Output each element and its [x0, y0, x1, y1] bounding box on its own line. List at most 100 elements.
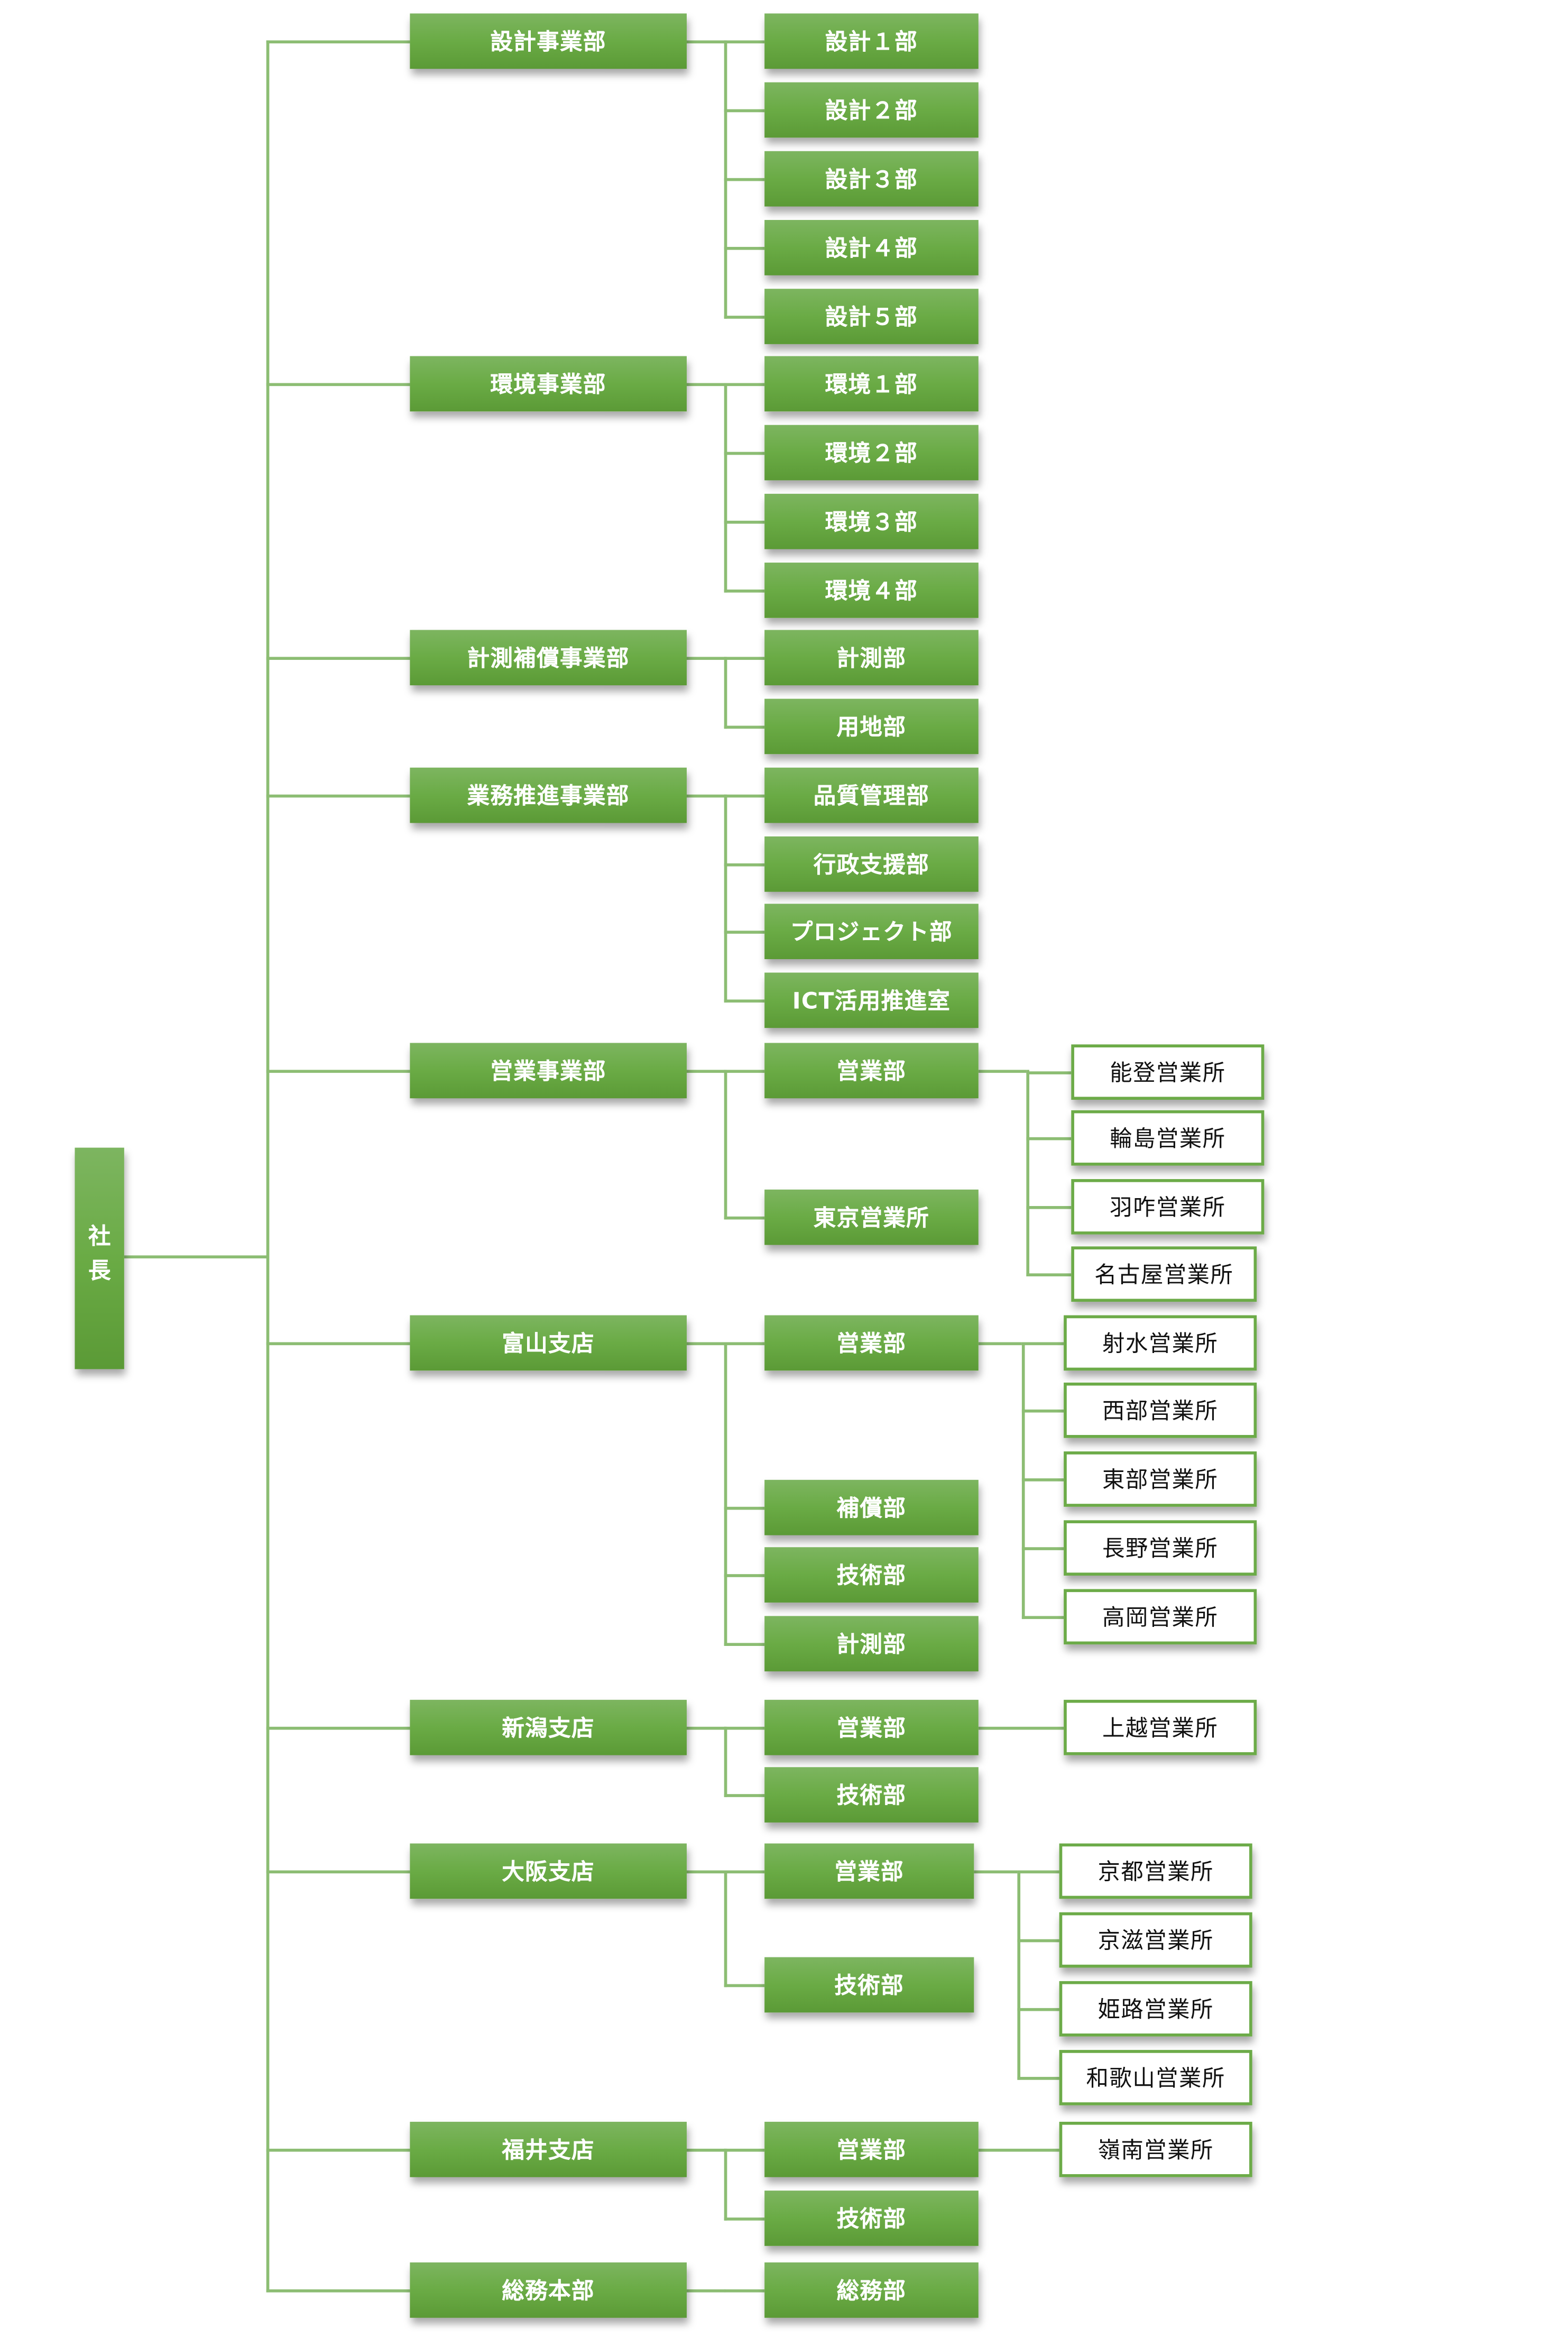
connector-line [724, 2218, 765, 2221]
department-box: 営業部 [764, 2121, 979, 2177]
office-box: 羽咋営業所 [1071, 1178, 1265, 1234]
connector-line [266, 40, 270, 2293]
connector-line [1026, 1273, 1072, 1276]
connector-line [724, 1726, 727, 1797]
connector-line [978, 1070, 1027, 1073]
division-box: 富山支店 [410, 1314, 687, 1370]
department-box: プロジェクト部 [764, 903, 979, 959]
department-box: 総務部 [764, 2261, 979, 2317]
connector-line [724, 1726, 765, 1730]
connector-line [974, 1870, 1018, 1874]
division-box: 福井支店 [410, 2121, 687, 2177]
department-box: 環境２部 [764, 424, 979, 480]
connector-line [724, 657, 727, 729]
connector-line [724, 2148, 765, 2152]
office-box: 高岡営業所 [1064, 1588, 1257, 1644]
connector-line [266, 383, 410, 387]
connector-line [686, 657, 726, 660]
connector-line [686, 1342, 726, 1346]
connector-line [1021, 1547, 1064, 1550]
connector-line [266, 2289, 410, 2293]
connector-line [686, 40, 726, 44]
president-box: 社長 [75, 1147, 124, 1369]
connector-line [724, 1070, 727, 1220]
office-box: 射水営業所 [1064, 1314, 1257, 1370]
department-box: 計測部 [764, 1615, 979, 1671]
connector-line [724, 246, 765, 250]
connector-line [724, 1216, 765, 1220]
department-box: 営業部 [764, 1843, 974, 1898]
department-box: 環境４部 [764, 562, 979, 618]
department-box: 用地部 [764, 698, 979, 753]
office-box: 東部営業所 [1064, 1450, 1257, 1506]
office-box: 輪島営業所 [1071, 1109, 1265, 1165]
connector-line [1021, 1342, 1064, 1346]
connector-line [686, 2289, 726, 2293]
connector-line [724, 1794, 765, 1797]
connector-line [978, 2148, 1059, 2152]
connector-line [724, 931, 765, 934]
department-box: 補償部 [764, 1479, 979, 1535]
department-box: 技術部 [764, 1956, 974, 2012]
office-box: 嶺南営業所 [1059, 2121, 1252, 2177]
office-box: 姫路営業所 [1059, 1980, 1252, 2036]
connector-line [724, 590, 765, 593]
office-box: 西部営業所 [1064, 1382, 1257, 1438]
connector-line [266, 1726, 410, 1730]
department-box: 品質管理部 [764, 767, 979, 823]
connector-line [724, 1342, 727, 1646]
office-box: 和歌山営業所 [1059, 2049, 1252, 2105]
connector-line [724, 725, 765, 729]
division-box: 大阪支店 [410, 1843, 687, 1898]
connector-line [1021, 1616, 1064, 1620]
office-box: 上越営業所 [1064, 1699, 1257, 1755]
office-box: 長野営業所 [1064, 1519, 1257, 1575]
connector-line [686, 1870, 726, 1874]
connector-line [724, 1342, 765, 1346]
connector-line [724, 999, 765, 1003]
office-box: 京都営業所 [1059, 1843, 1252, 1898]
division-box: 環境事業部 [410, 355, 687, 411]
connector-line [724, 316, 765, 319]
department-box: 設計１部 [764, 13, 979, 68]
department-box: 営業部 [764, 1699, 979, 1755]
department-box: 計測部 [764, 629, 979, 685]
connector-line [724, 178, 765, 181]
department-box: ICT活用推進室 [764, 972, 979, 1027]
connector-line [1026, 1071, 1072, 1074]
connector-line [724, 794, 765, 798]
connector-line [1021, 1478, 1064, 1482]
connector-line [724, 657, 765, 660]
connector-line [1017, 2077, 1059, 2080]
connector-line [724, 1643, 765, 1646]
department-box: 営業部 [764, 1042, 979, 1098]
connector-line [686, 383, 726, 387]
connector-line [686, 1726, 726, 1730]
division-box: 設計事業部 [410, 13, 687, 68]
division-box: 新潟支店 [410, 1699, 687, 1755]
connector-line [724, 452, 765, 455]
connector-line [724, 863, 765, 867]
division-box: 営業事業部 [410, 1042, 687, 1098]
connector-line [686, 794, 726, 798]
connector-line [724, 40, 727, 319]
connector-line [724, 1870, 765, 1874]
connector-line [686, 1070, 726, 1073]
department-box: 設計５部 [764, 288, 979, 344]
connector-line [1017, 2008, 1059, 2011]
connector-line [978, 1342, 1022, 1346]
connector-line [266, 2148, 410, 2152]
connector-line [686, 2148, 726, 2152]
connector-line [1026, 1070, 1030, 1276]
division-box: 計測補償事業部 [410, 629, 687, 685]
department-box: 行政支援部 [764, 835, 979, 891]
connector-line [724, 2148, 727, 2221]
department-box: 環境３部 [764, 493, 979, 549]
connector-line [1021, 1409, 1064, 1413]
office-box: 京滋営業所 [1059, 1911, 1252, 1967]
connector-line [1017, 1870, 1021, 2080]
department-box: 設計２部 [764, 81, 979, 137]
connector-line [266, 794, 410, 798]
connector-line [124, 1255, 268, 1259]
